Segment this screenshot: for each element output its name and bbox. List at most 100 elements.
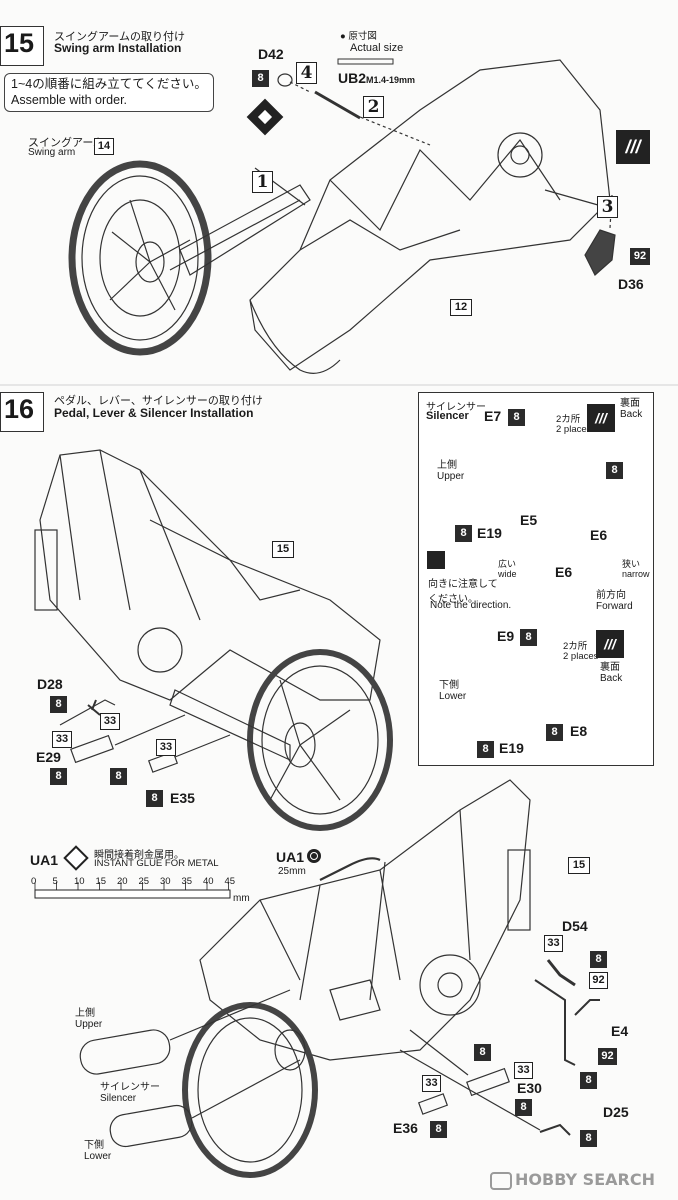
glue-en: INSTANT GLUE FOR METAL [94, 858, 219, 869]
ruler-tick-label: 45 [224, 876, 236, 887]
direction-jp-line1: 向きに注意して [428, 579, 498, 590]
part-14-box: 14 [94, 138, 114, 155]
back-en: Back [620, 409, 643, 420]
silencer-title-jp: サイレンサー [426, 402, 486, 413]
glue-jp: 瞬間接着剤金属用。 [94, 850, 184, 861]
paint-8-d42: 8 [252, 70, 269, 87]
wide-en: wide [498, 568, 517, 579]
watermark-text: HOBBY SEARCH [515, 1170, 655, 1189]
ruler-tick-label: 40 [203, 876, 214, 887]
ub2-code: UB2 [338, 70, 367, 86]
silencer-panel [418, 392, 654, 766]
back-upper: 裏面 Back [620, 398, 642, 420]
part-e30: E30 [517, 1080, 542, 1096]
part-d36: D36 [618, 276, 644, 292]
step-16-title-jp: ペダル、レバー、サイレンサーの取り付け [54, 394, 263, 407]
watermark: HOBBY SEARCH [490, 1170, 655, 1190]
places-upper: 2カ所 2 places [556, 414, 592, 436]
paint-8-e19a: 8 [455, 525, 472, 542]
lower-jp-lower: 下側 [84, 1140, 104, 1151]
paint-8-e30a: 8 [474, 1044, 491, 1061]
step-16-box [0, 392, 44, 432]
paint-33-d28: 33 [100, 713, 120, 730]
part-12-box: 12 [450, 299, 472, 316]
part-d54: D54 [562, 918, 588, 934]
part-d25: D25 [603, 1104, 629, 1120]
narrow-label: 狭い narrow [622, 559, 650, 580]
ruler-tick-label: 20 [117, 876, 128, 887]
watermark-logo-icon [490, 1171, 512, 1190]
part-d42: D42 [258, 46, 284, 62]
direction-jp-line2: ください。 [428, 594, 478, 605]
swing-arm-jp: スイングアーム [28, 136, 105, 149]
glue-symbol-diamond [243, 95, 287, 139]
paint-8-d25: 8 [580, 1130, 597, 1147]
back-lower: 裏面 Back [600, 662, 622, 684]
narrow-jp: 狭い [622, 559, 641, 569]
paint-8-e36: 8 [430, 1121, 447, 1138]
actual-size-jp: 原寸図 [348, 31, 377, 42]
lower-en-lower: Lower [84, 1151, 112, 1162]
assembly-order-note: 1~4の順番に組み立ててください。 Assemble with order. [4, 73, 214, 113]
upper-en-lower: Upper [75, 1019, 103, 1030]
ruler-tick-label: 35 [181, 876, 193, 887]
back-en-lower: Back [600, 673, 623, 684]
part-d28: D28 [37, 676, 63, 692]
ua1-length: 25mm [278, 866, 306, 877]
upper-en: Upper [437, 471, 465, 482]
paint-8-e4: 8 [580, 1072, 597, 1089]
ring-icon [307, 849, 321, 863]
places-en: 2 places [556, 424, 592, 436]
seq-4: 4 [296, 62, 317, 84]
seq-3: 3 [597, 196, 618, 218]
ruler-tick-label: 25 [138, 876, 150, 887]
ruler-tick-label: 30 [160, 876, 171, 887]
lower-label: 下側 Lower [439, 680, 466, 702]
back-jp-lower: 裏面 [600, 662, 620, 673]
step-number-16: 16 [4, 394, 35, 424]
silencer-label-lower: サイレンサー Silencer [100, 1082, 160, 1104]
paint-8-d28: 8 [50, 696, 67, 713]
silencer-title-en: Silencer [426, 410, 469, 422]
ua1-label-left: UA1 [30, 852, 59, 868]
part-e35: E35 [170, 790, 195, 806]
upper-label-lower: 上側 Upper [75, 1008, 102, 1030]
paint-33-d54: 33 [544, 935, 563, 952]
paint-8-e7: 8 [508, 409, 525, 426]
places-jp: 2カ所 [556, 414, 581, 425]
upper-jp-lower: 上側 [75, 1008, 95, 1019]
wide-label: 広い wide [498, 559, 517, 580]
direction-jp: 向きに注意して ください。 [428, 575, 498, 605]
swing-arm-en: Swing arm [28, 147, 76, 158]
cement-brand-icon: /// [587, 404, 615, 432]
order-note-en: Assemble with order. [11, 92, 128, 107]
paint-8-e29a: 8 [50, 768, 67, 785]
paint-8-e29b: 8 [110, 768, 127, 785]
paint-8-e19b: 8 [477, 741, 494, 758]
places-lower: 2カ所 2 places [563, 641, 598, 663]
ruler-tick-label: 15 [95, 876, 107, 887]
cement-brand-icon: /// [616, 130, 650, 164]
upper-label: 上側 Upper [437, 460, 464, 482]
direction-en: Note the direction. [430, 600, 512, 611]
paint-8-d54: 8 [590, 951, 607, 968]
silencer-en-lower: Silencer [100, 1093, 137, 1104]
places-jp-lower: 2カ所 [563, 641, 588, 652]
paint-8-e9: 8 [520, 629, 537, 646]
diamond-icon [246, 98, 284, 136]
part-e9: E9 [497, 628, 515, 644]
paint-33-e36: 33 [422, 1075, 441, 1092]
actual-size-label: ● 原寸図 Actual size [340, 31, 403, 55]
forward-label: 前方向 Forward [596, 590, 633, 612]
part-e8: E8 [570, 723, 588, 739]
lower-en: Lower [439, 691, 467, 702]
part-e29: E29 [36, 749, 61, 765]
part-e19a: E19 [477, 525, 502, 541]
step-16-title-en: Pedal, Lever & Silencer Installation [54, 406, 254, 420]
step-15-box [0, 26, 44, 66]
lower-jp: 下側 [439, 680, 459, 691]
lower-label-lower: 下側 Lower [84, 1140, 111, 1162]
part-e6: E6 [590, 527, 608, 543]
